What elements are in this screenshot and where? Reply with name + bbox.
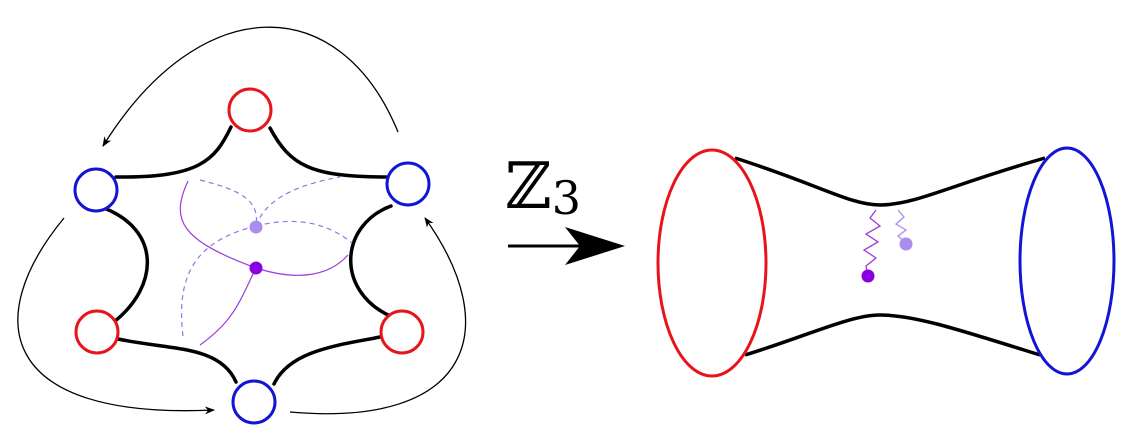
red-boundary-circle-right (379, 309, 425, 355)
red-boundary-ellipse (656, 148, 768, 378)
zigzag-dark (862, 209, 882, 277)
rotation-arrow-left (17, 217, 215, 415)
outline-curves (102, 125, 393, 386)
left-figure (17, 26, 467, 425)
light-purple-point-quotient (899, 237, 913, 251)
dark-purple-point-quotient (861, 269, 875, 283)
cylinder-bottom-edge (744, 313, 1041, 357)
dashed-paths (181, 176, 353, 337)
group-label: ℤ3 (505, 150, 581, 225)
blue-boundary-ellipse (1018, 146, 1116, 376)
zigzag-light (894, 209, 908, 244)
dark-purple-point (249, 261, 263, 275)
red-boundary-circle-left (74, 309, 120, 355)
light-purple-point (249, 220, 263, 234)
quotient-map: ℤ3 (505, 150, 625, 265)
blue-boundary-circle-bottom (231, 379, 277, 425)
red-boundary-circle-top (227, 87, 273, 133)
group-symbol: ℤ (505, 150, 552, 224)
rotation-arrow-right (289, 217, 467, 415)
blue-boundary-circle-left (73, 167, 119, 213)
purple-solid-paths (179, 180, 349, 346)
blue-boundary-circle-right (385, 161, 431, 207)
quotient-arrow-head (565, 227, 625, 265)
group-subscript: 3 (552, 171, 581, 225)
right-figure (656, 146, 1116, 378)
cylinder-top-edge (734, 156, 1046, 207)
rotation-arrow-top (102, 26, 399, 147)
